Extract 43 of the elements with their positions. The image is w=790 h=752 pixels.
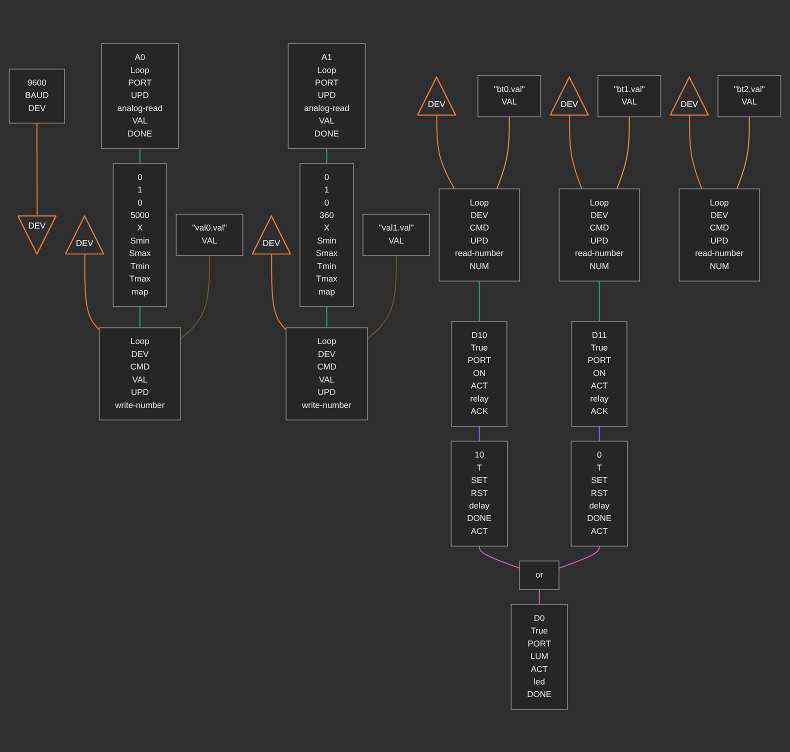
connector (689, 114, 702, 189)
node-box: "val1.val" VAL (362, 213, 430, 256)
node-box: 0 1 0 360 X Smin Smax Tmin Tmax map (300, 162, 354, 306)
node-box: 9600 BAUD DEV (8, 68, 65, 124)
node-box: "bt2.val" VAL (718, 74, 782, 117)
connector (326, 306, 328, 328)
node-box: A0 Loop PORT UPD analog-read VAL DONE (100, 42, 179, 148)
node-box: Loop DEV CMD UPD read-number NUM (438, 188, 520, 281)
connector (180, 255, 210, 339)
node-box: "bt0.val" VAL (478, 74, 542, 117)
connector (436, 114, 455, 189)
connector (558, 546, 600, 568)
connector (616, 116, 630, 189)
connector (478, 280, 480, 321)
connector (139, 148, 140, 163)
node-box: Loop DEV CMD VAL UPD write-number (286, 326, 368, 420)
node-box: "bt1.val" VAL (598, 74, 662, 117)
connector (569, 114, 582, 189)
connector (139, 306, 140, 328)
connector (36, 122, 38, 216)
node-box: 10 T SET RST delay DONE ACT (450, 440, 508, 546)
node-box: Loop DEV CMD UPD read-number NUM (678, 188, 760, 281)
connector (271, 254, 286, 330)
node-box: D11 True PORT ON ACT relay ACK (571, 320, 628, 426)
connector (326, 148, 328, 163)
node-box: D0 True PORT LUM ACT led DONE (510, 604, 568, 710)
node-box: D10 True PORT ON ACT relay ACK (451, 320, 508, 426)
connector (478, 426, 480, 441)
connector (84, 254, 100, 330)
connector (496, 116, 510, 189)
node-box: A1 Loop PORT UPD analog-read VAL DONE (288, 42, 366, 148)
node-box: 0 1 0 5000 X Smin Smax Tmin Tmax map (112, 162, 168, 306)
connector (736, 116, 750, 189)
node-box: 0 T SET RST delay DONE ACT (570, 440, 628, 546)
node-box: or (519, 560, 560, 590)
node-box: Loop DEV CMD VAL UPD write-number (98, 326, 181, 420)
connector (598, 280, 600, 321)
node-box: Loop DEV CMD UPD read-number NUM (558, 188, 640, 281)
node-box: "val0.val" VAL (176, 213, 244, 256)
connector (367, 255, 397, 339)
connector (538, 589, 540, 604)
connector (478, 546, 520, 568)
connector (598, 426, 600, 441)
